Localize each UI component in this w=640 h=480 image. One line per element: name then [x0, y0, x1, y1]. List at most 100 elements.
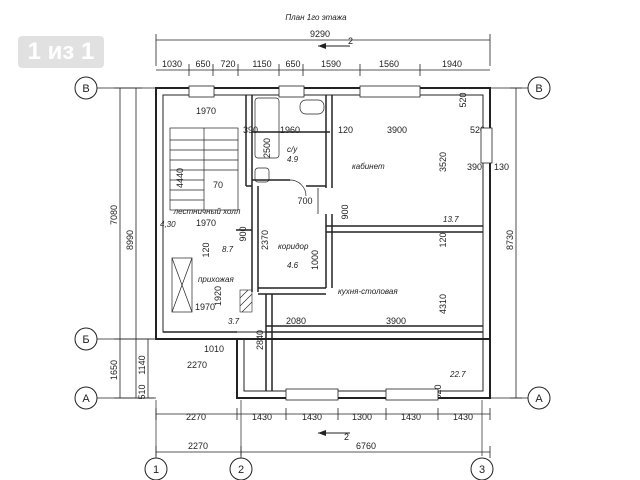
top-total-dimension	[155, 34, 491, 66]
hall-cabinet	[171, 257, 193, 313]
dim-top-5: 1590	[321, 59, 341, 69]
svg-text:3: 3	[479, 464, 485, 476]
dim-stair-70: 70	[213, 180, 223, 190]
room-hall-area: 8.7	[222, 245, 234, 254]
dim-bottom-3: 1300	[352, 412, 372, 422]
dim-top-total: 9290	[310, 29, 330, 39]
room-kitchen-area: 22.7	[449, 370, 466, 379]
room-cabinet-area: 13.7	[443, 215, 459, 224]
dim-cab-3900: 3900	[387, 125, 407, 135]
dim-left-3: 1140	[137, 355, 147, 374]
svg-text:2: 2	[238, 464, 244, 476]
windows-bottom	[285, 388, 439, 401]
dim-bottom-1: 1430	[252, 412, 272, 422]
svg-text:А: А	[82, 393, 90, 405]
top-segment-dimension-line	[156, 64, 490, 76]
dim-bottom2-1: 6760	[356, 441, 376, 451]
axis-marker-col-2: 2	[229, 457, 253, 480]
dim-right-5: 390	[467, 162, 482, 172]
room-corridor-area: 4.6	[287, 261, 299, 270]
svg-text:А: А	[535, 393, 543, 405]
page-indicator[interactable]: 1 из 1	[0, 32, 122, 72]
dim-stair-h: 4440	[175, 168, 185, 188]
dim-right-0: 8730	[505, 230, 515, 250]
bath-fixtures	[254, 97, 325, 183]
svg-text:2: 2	[348, 36, 353, 46]
dim-hall-120: 120	[201, 242, 211, 257]
dim-cab-3520: 3520	[438, 152, 448, 172]
dim-top-3: 1150	[252, 59, 271, 69]
dim-bottom2-0: 2270	[188, 441, 208, 451]
hatch-column	[239, 289, 253, 313]
door-swing	[289, 179, 307, 197]
dim-stair-w: 1970	[196, 106, 216, 116]
dim-corr-2370: 2370	[260, 230, 270, 250]
dim-stair-w2: 1970	[196, 218, 216, 228]
axis-marker-col-3: 3	[470, 457, 494, 480]
dim-cab-120: 120	[338, 125, 353, 135]
dim-door-900: 900	[340, 204, 350, 219]
dim-left-4: 510	[137, 384, 147, 399]
dim-corr-1000: 1000	[310, 250, 320, 270]
section-mark-bottom: 2	[318, 430, 350, 442]
axis-marker-bottom-right: А	[527, 386, 551, 410]
axis-marker-mid-left: Б	[74, 327, 98, 351]
room-cabinet: кабинет	[352, 162, 385, 171]
dim-left-0: 7080	[109, 205, 119, 225]
svg-text:Б: Б	[82, 334, 89, 346]
axis-marker-bottom-left: А	[74, 386, 98, 410]
dim-door-700: 700	[297, 196, 312, 206]
dim-kit-2840: 2840	[255, 330, 265, 350]
dim-left-2: 1650	[109, 360, 119, 380]
windows-top	[188, 85, 493, 164]
axis-marker-col-1: 1	[144, 457, 168, 480]
stair	[169, 127, 239, 211]
room-bath: с/у	[287, 145, 298, 154]
dim-kit-3900: 3900	[386, 316, 406, 326]
dim-right-2: 520	[458, 92, 468, 107]
dim-top-2: 720	[220, 59, 235, 69]
room-corridor: коридор	[278, 242, 309, 251]
dim-bottom-5: 1430	[453, 412, 473, 422]
dim-kit-2080: 2080	[286, 316, 306, 326]
dim-bottom-4: 1430	[401, 412, 421, 422]
dim-corr-900: 900	[238, 226, 248, 241]
svg-text:1: 1	[153, 464, 159, 476]
svg-text:В: В	[535, 83, 542, 95]
dim-bottom-2: 1430	[302, 412, 322, 422]
axis-marker-top-left: В	[74, 76, 98, 100]
svg-text:2: 2	[344, 432, 349, 442]
room-kitchen: кухня-столовая	[338, 287, 398, 296]
small-area: 3.7	[228, 317, 240, 326]
dim-hall-120-right: 120	[438, 232, 448, 247]
room-bath-area: 4.9	[287, 155, 299, 164]
dim-right-3: 520	[470, 125, 485, 135]
dim-top-4: 650	[285, 59, 300, 69]
bottom-dimension-lines	[155, 408, 491, 458]
plan-title: План 1го этажа	[285, 13, 347, 22]
left-dimension-lines	[114, 87, 154, 399]
dim-top-6: 1560	[379, 59, 399, 69]
interior-walls	[163, 95, 483, 391]
right-dimension-lines	[510, 87, 522, 399]
dim-right-1: 130	[494, 162, 509, 172]
dim-bottom-0: 2270	[186, 412, 206, 422]
dim-hall-2270: 2270	[187, 360, 207, 370]
dim-left-1: 8990	[125, 230, 135, 250]
dim-top-1: 650	[195, 59, 210, 69]
svg-text:В: В	[82, 83, 89, 95]
section-mark-top: 2	[318, 36, 353, 49]
axis-marker-top-right: В	[527, 76, 551, 100]
dim-hall-1010: 1010	[204, 344, 224, 354]
room-stair: лестничный холл	[173, 207, 241, 216]
page-indicator-label: 1 из 1	[17, 36, 105, 68]
area-430: 4,30	[160, 220, 176, 229]
dim-bath-1960: 1960	[280, 125, 300, 135]
dim-top-7: 1940	[442, 59, 462, 69]
dim-kit-4310: 4310	[438, 294, 448, 314]
dim-bath-2500: 2500	[262, 138, 272, 158]
dim-stair-w3: 1970	[195, 302, 215, 312]
dim-top-0: 1030	[162, 59, 182, 69]
